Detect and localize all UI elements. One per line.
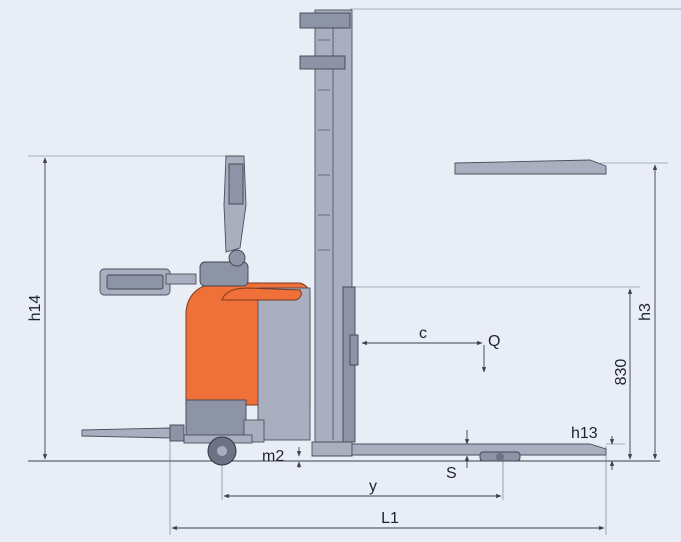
raised-fork [454,159,607,175]
extension-lines [28,8,681,535]
label-c: c [419,325,427,342]
label-h3: h3 [637,303,654,321]
label-y: y [369,478,377,495]
label-l1: L1 [381,510,399,527]
label-q: Q [488,333,500,350]
label-h14: h14 [27,295,44,322]
lower-fork [311,441,607,462]
tiller-handle [99,155,249,296]
truck-body [185,282,311,443]
label-m2: m2 [262,448,284,465]
label-s: S [446,465,457,482]
mast [299,9,359,443]
label-830: 830 [613,359,630,386]
label-h13: h13 [571,425,598,442]
